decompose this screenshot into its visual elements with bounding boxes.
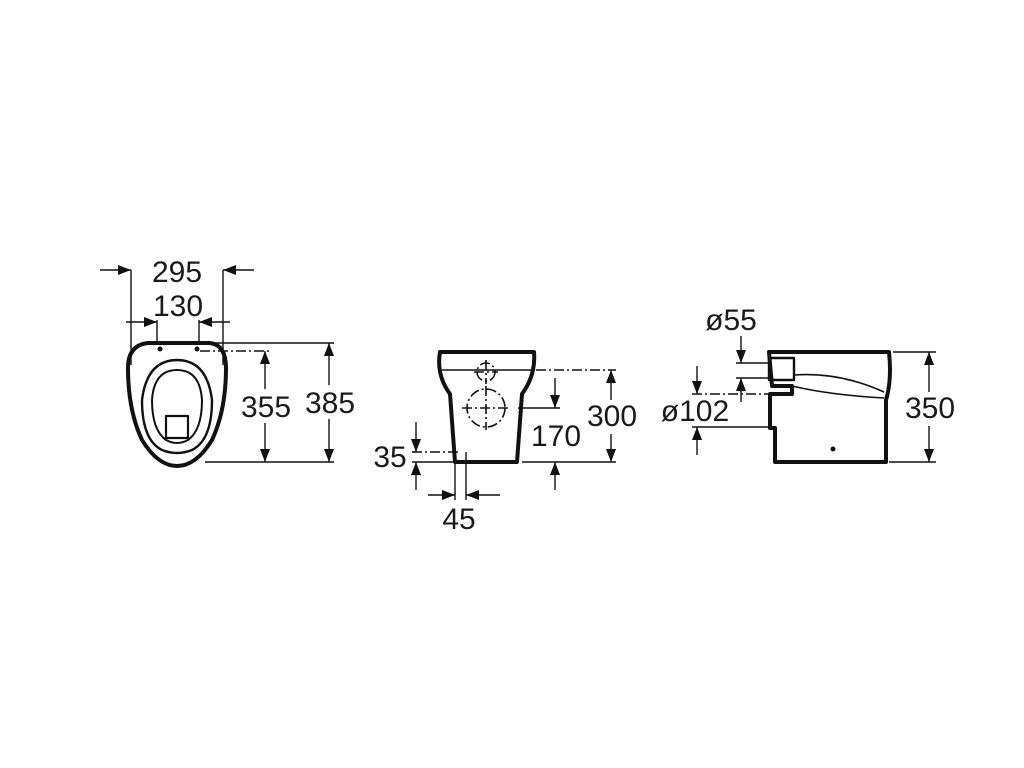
dim-355-arrow-bottom [260,449,270,462]
front-view-outline [437,350,537,464]
top-view-basin [151,369,203,444]
dim-170-arrow-top [550,395,560,408]
dim-label-295: 295 [152,256,202,289]
dim-300-arrow-bottom [606,449,616,462]
dim-350-arrow-bottom [924,449,934,462]
dim-label-385: 385 [305,387,355,420]
side-view-trap-line [791,385,885,399]
dim-label-45: 45 [442,503,475,536]
top-view-outlet-rect [164,414,190,440]
dim-45-arrow-left [442,490,455,500]
top-view-bowl-outline [126,341,228,468]
dim-label-o102: ø102 [661,395,729,428]
top-view-inner-rim [140,358,214,455]
dim-295-arrow-right [223,265,236,275]
side-view-inlet-spigot [767,356,796,382]
dim-45-arrow-right [466,490,479,500]
dim-350-arrow-top [924,352,934,365]
fixing-hole-right [194,346,200,352]
side-view-fixing-dot [830,446,836,452]
dim-130-arrow-right [199,317,212,327]
dim-label-170: 170 [531,420,581,453]
dim-35-arrow-bottom [411,462,421,475]
dim-300-arrow-top [606,370,616,383]
dim-170-arrow-bottom [550,462,560,475]
fixing-hole-left [157,346,163,352]
dim-label-355: 355 [241,391,291,424]
dim-295-arrow-left [118,265,131,275]
dim-label-130: 130 [153,290,203,323]
dim-o102-arrow-bottom [692,427,702,440]
dim-label-300: 300 [587,400,637,433]
dim-355-arrow-top [260,351,270,364]
dim-35-arrow-top [411,439,421,452]
top-view: 295 130 355 385 [100,256,358,468]
dim-o55-arrow-bottom [736,378,746,391]
dim-o102-arrow-top [692,381,702,394]
side-view-outline [767,350,892,464]
dim-385-arrow-bottom [324,449,334,462]
dim-label-350: 350 [905,392,955,425]
front-view: 170 300 35 45 [373,350,640,536]
dim-130-arrow-left [144,317,157,327]
side-view: ø55 ø102 350 [658,304,958,464]
dim-label-35: 35 [373,441,406,474]
dim-label-o55: ø55 [705,304,757,337]
dim-o55-arrow-top [736,350,746,363]
dim-385-arrow-top [324,343,334,356]
side-view-flush-curve [793,373,885,393]
